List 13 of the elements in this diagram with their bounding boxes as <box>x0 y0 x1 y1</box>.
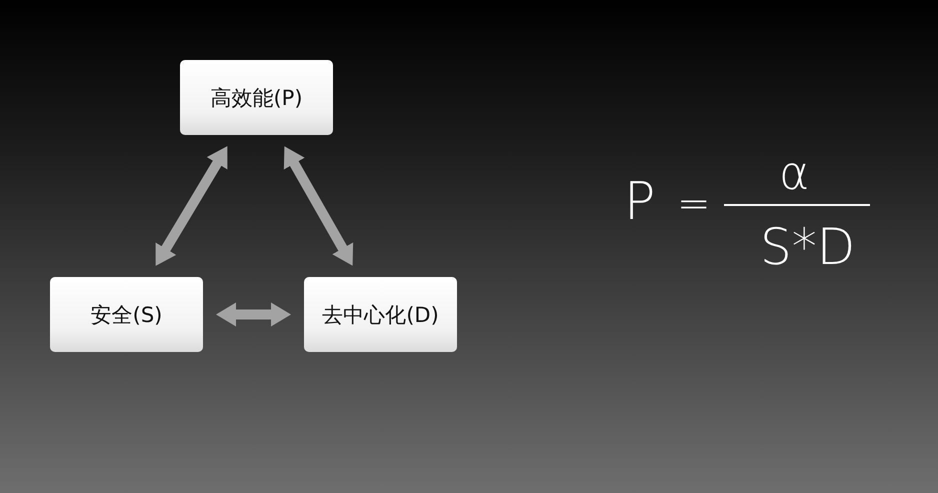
double-arrow <box>216 302 291 326</box>
formula-text: S*D <box>760 222 856 272</box>
double-arrow <box>156 146 228 266</box>
formula-text: α <box>779 150 810 196</box>
process-box <box>50 277 203 352</box>
double-arrow <box>284 146 354 266</box>
process-box <box>180 60 333 135</box>
box-label: 安全(S) <box>90 302 162 328</box>
formula-text: P <box>624 176 656 228</box>
box-label: 高效能(P) <box>210 84 303 112</box>
formula-text: = <box>677 184 711 224</box>
box-label: 去中心化(D) <box>322 302 439 328</box>
process-box <box>304 277 457 352</box>
